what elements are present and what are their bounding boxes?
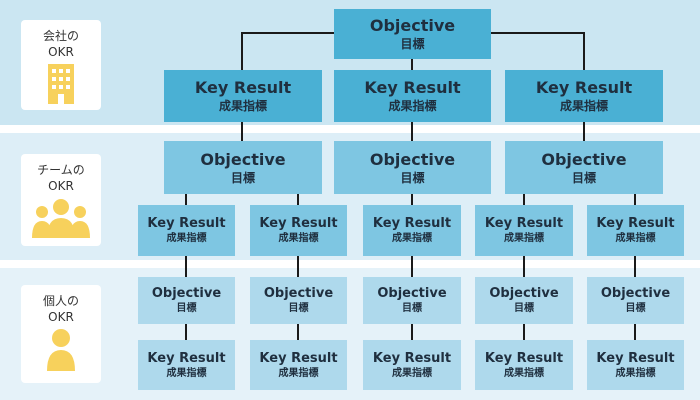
key-result-subtitle: 成果指標 <box>166 233 207 244</box>
level-label-line: OKR <box>48 179 74 193</box>
objective-subtitle: 目標 <box>402 303 422 314</box>
key-result-subtitle: 成果指標 <box>388 99 437 113</box>
group-people-icon <box>32 199 90 238</box>
team-okr-label: チームの OKR <box>21 154 101 246</box>
key-result-title: Key Result <box>147 350 226 366</box>
team-key-result-box: Key Result 成果指標 <box>138 205 235 256</box>
individual-okr-label: 個人の OKR <box>21 285 101 383</box>
key-result-title: Key Result <box>484 216 564 231</box>
level-label-line: OKR <box>48 310 74 324</box>
objective-title: Objective <box>369 149 456 169</box>
objective-title: Objective <box>377 286 447 301</box>
person-icon <box>47 329 75 371</box>
individual-objective-box: Objective 目標 <box>475 277 573 324</box>
company-key-result-box: Key Result 成果指標 <box>505 70 663 122</box>
objective-subtitle: 目標 <box>400 37 425 51</box>
objective-title: Objective <box>600 286 671 301</box>
team-objective-box: Objective 目標 <box>334 141 491 194</box>
key-result-title: Key Result <box>194 78 292 97</box>
team-objective-box: Objective 目標 <box>164 141 322 194</box>
key-result-subtitle: 成果指標 <box>218 99 267 113</box>
team-key-result-box: Key Result 成果指標 <box>475 205 573 256</box>
team-objective-box: Objective 目標 <box>505 141 663 194</box>
key-result-subtitle: 成果指標 <box>559 99 608 113</box>
objective-subtitle: 目標 <box>514 303 534 314</box>
key-result-title: Key Result <box>259 350 338 366</box>
key-result-subtitle: 成果指標 <box>615 367 656 379</box>
objective-subtitle: 目標 <box>625 303 646 314</box>
team-key-result-box: Key Result 成果指標 <box>363 205 461 256</box>
level-label-line: チームの <box>37 163 85 177</box>
building-icon <box>48 64 74 104</box>
objective-title: Objective <box>200 149 286 169</box>
objective-subtitle: 目標 <box>176 303 197 314</box>
objective-subtitle: 目標 <box>288 303 309 314</box>
key-result-title: Key Result <box>596 216 675 231</box>
key-result-title: Key Result <box>484 350 564 366</box>
key-result-title: Key Result <box>259 216 338 231</box>
key-result-subtitle: 成果指標 <box>278 367 319 379</box>
company-key-result-box: Key Result 成果指標 <box>164 70 322 122</box>
objective-title: Objective <box>151 286 222 301</box>
individual-objective-box: Objective 目標 <box>250 277 347 324</box>
objective-title: Objective <box>263 286 334 301</box>
company-key-result-box: Key Result 成果指標 <box>334 70 491 122</box>
key-result-title: Key Result <box>372 216 452 231</box>
objective-subtitle: 目標 <box>571 170 596 185</box>
individual-key-result-box: Key Result 成果指標 <box>587 340 684 390</box>
level-label-line: 会社の <box>42 29 79 43</box>
individual-level-band <box>0 268 700 400</box>
key-result-title: Key Result <box>147 216 226 231</box>
key-result-subtitle: 成果指標 <box>504 233 544 244</box>
objective-title: Objective <box>541 149 627 169</box>
key-result-subtitle: 成果指標 <box>166 367 207 379</box>
key-result-title: Key Result <box>364 78 461 97</box>
individual-objective-box: Objective 目標 <box>587 277 684 324</box>
individual-key-result-box: Key Result 成果指標 <box>363 340 461 390</box>
key-result-title: Key Result <box>596 350 675 366</box>
team-key-result-box: Key Result 成果指標 <box>587 205 684 256</box>
team-key-result-box: Key Result 成果指標 <box>250 205 347 256</box>
objective-subtitle: 目標 <box>400 170 425 185</box>
key-result-title: Key Result <box>372 350 452 366</box>
individual-objective-box: Objective 目標 <box>138 277 235 324</box>
individual-key-result-box: Key Result 成果指標 <box>138 340 235 390</box>
individual-objective-box: Objective 目標 <box>363 277 461 324</box>
key-result-subtitle: 成果指標 <box>278 233 319 244</box>
individual-key-result-box: Key Result 成果指標 <box>250 340 347 390</box>
key-result-subtitle: 成果指標 <box>392 367 432 379</box>
objective-title: Objective <box>369 16 456 35</box>
level-label-line: 個人の <box>42 294 79 308</box>
key-result-subtitle: 成果指標 <box>392 233 432 244</box>
key-result-subtitle: 成果指標 <box>615 233 656 244</box>
company-okr-label: 会社の OKR <box>21 20 101 110</box>
key-result-subtitle: 成果指標 <box>504 367 544 379</box>
objective-subtitle: 目標 <box>230 170 255 185</box>
objective-title: Objective <box>489 286 559 301</box>
key-result-title: Key Result <box>535 78 633 97</box>
level-label-line: OKR <box>48 45 74 59</box>
individual-key-result-box: Key Result 成果指標 <box>475 340 573 390</box>
company-objective-box: Objective 目標 <box>334 9 491 59</box>
